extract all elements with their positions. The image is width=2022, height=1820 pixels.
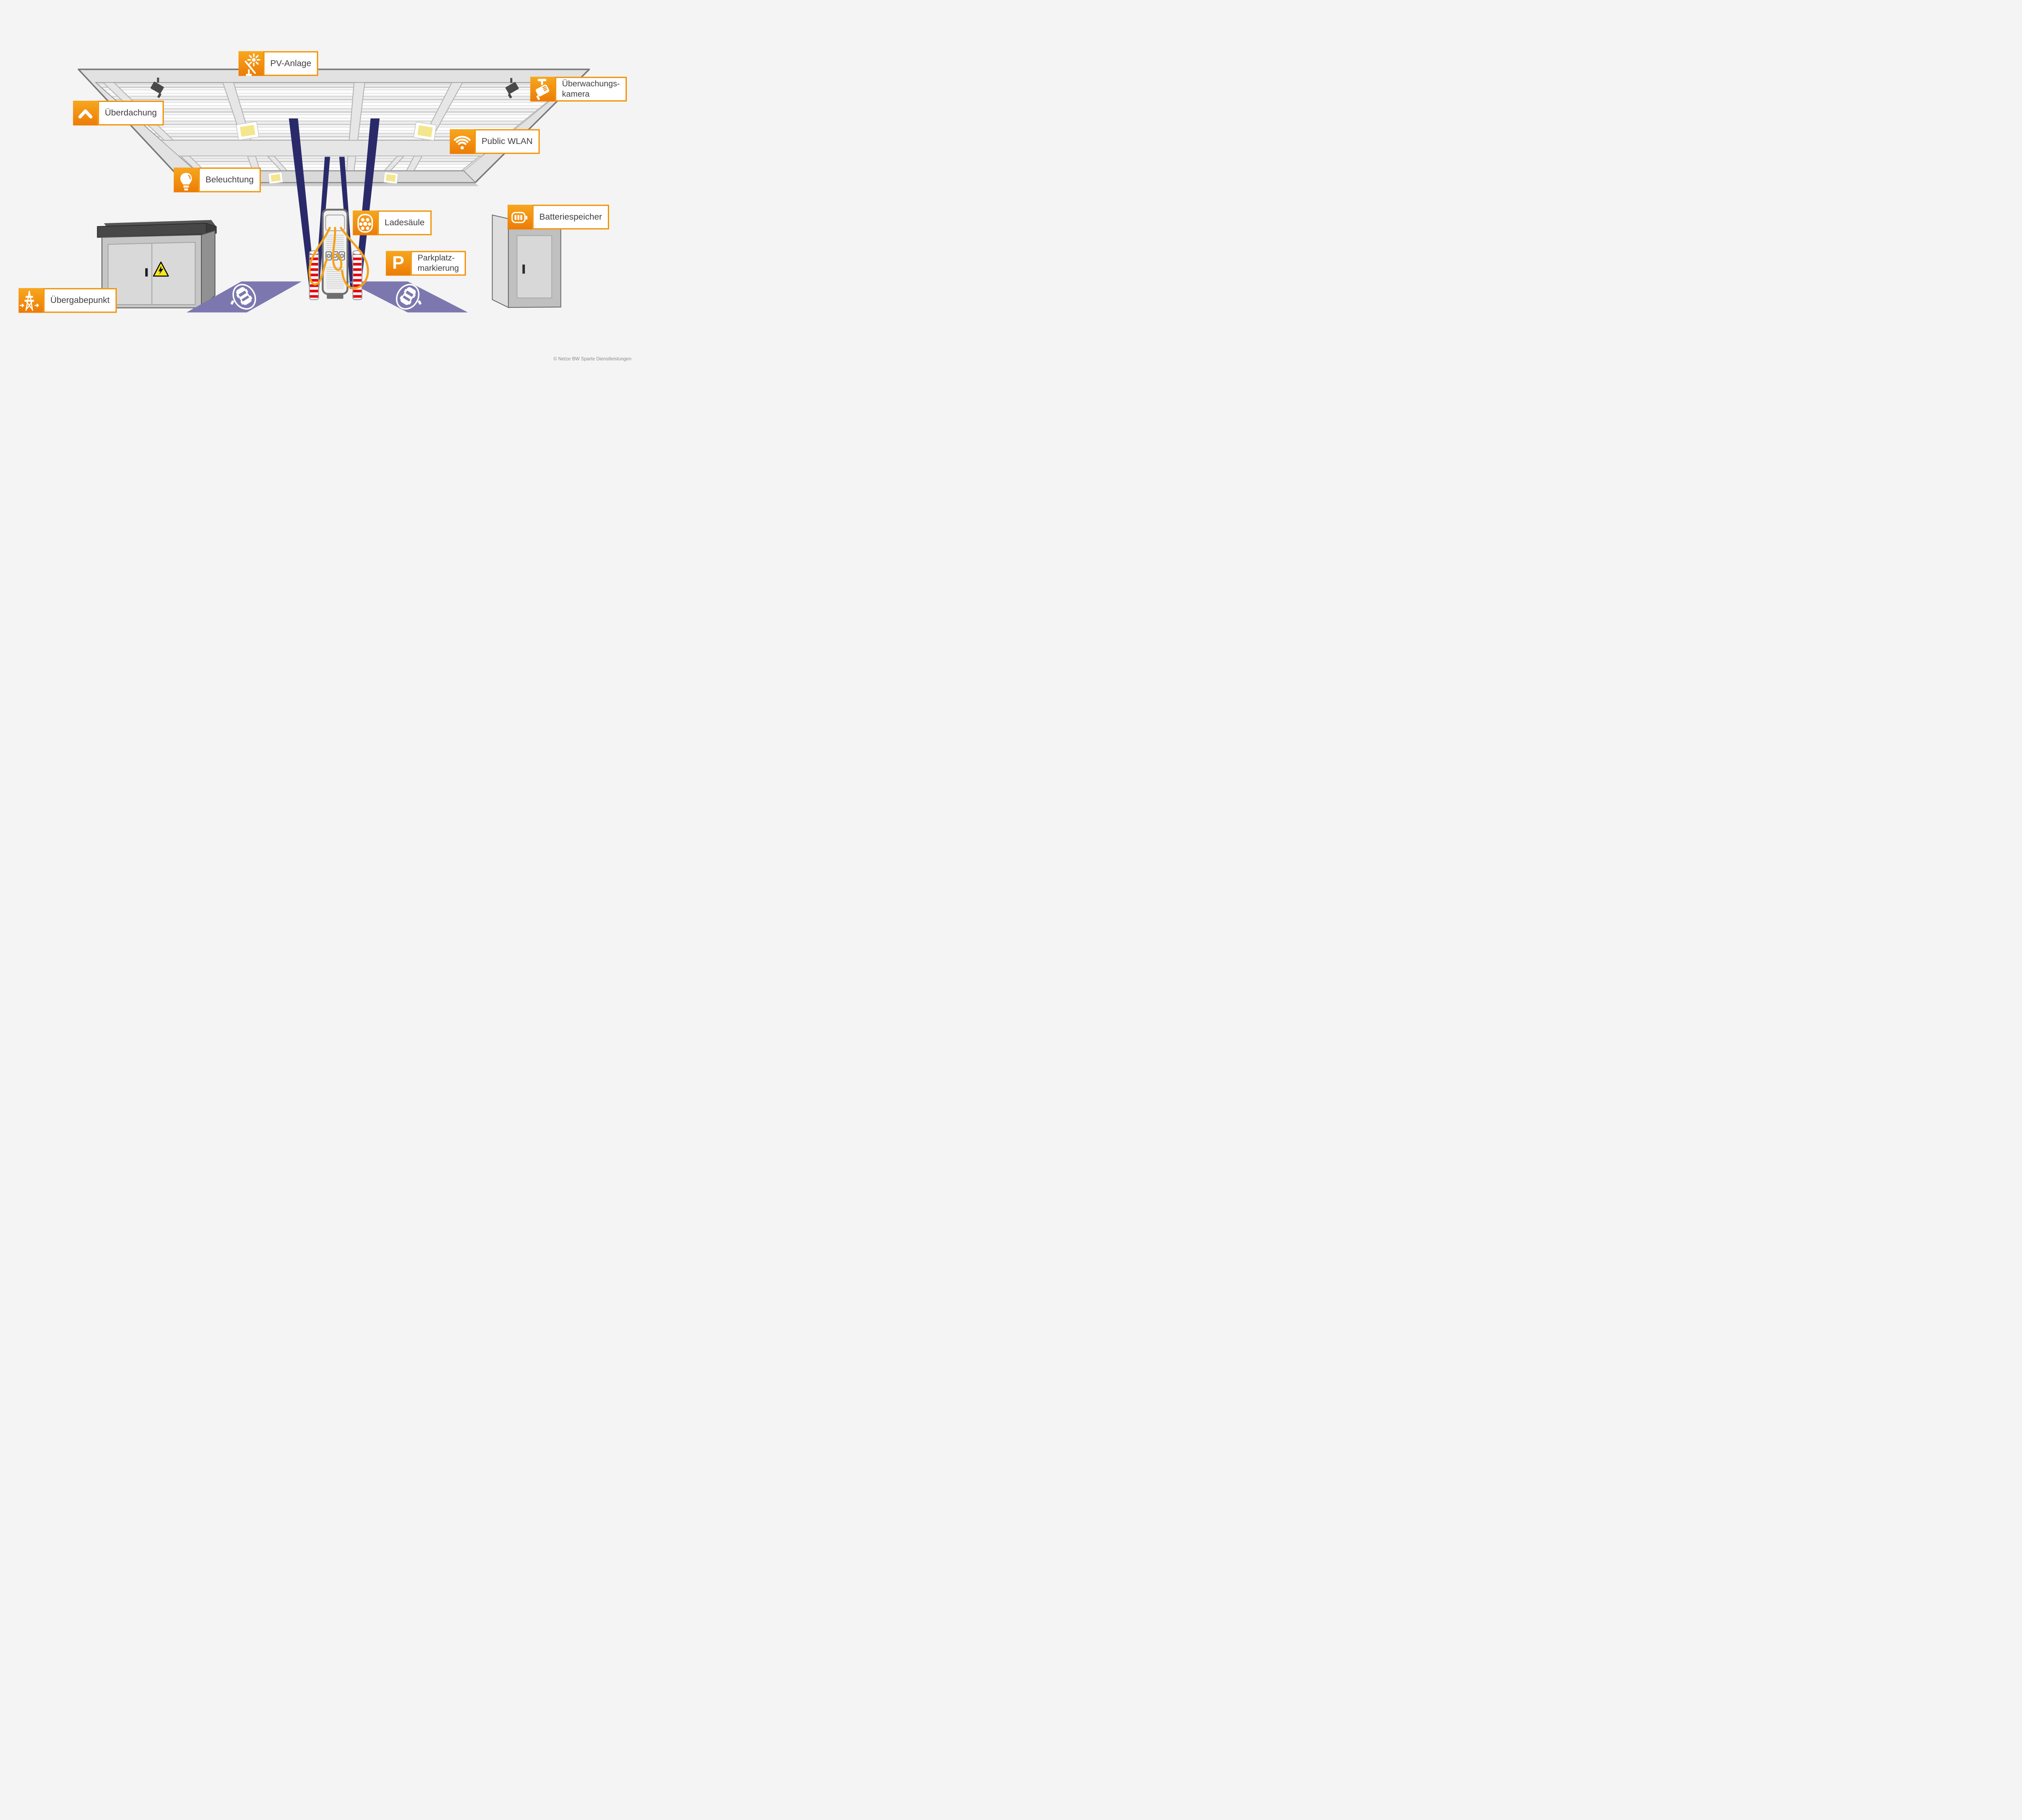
- label-ladesaeule: Ladesäule: [353, 210, 432, 235]
- charging-cables: [308, 226, 369, 290]
- label-pv-anlage: PV-Anlage: [238, 51, 318, 76]
- p-letter: P: [392, 252, 404, 273]
- ceiling-light: [236, 121, 260, 141]
- label-ueberwachungskamera: Überwachungs- kamera: [530, 76, 627, 102]
- label-text: Beleuchtung: [205, 175, 254, 184]
- ev-plug-icon: [353, 210, 378, 235]
- cctv-camera-icon: [530, 76, 555, 102]
- label-public-wlan: Public WLAN: [450, 129, 540, 154]
- solar-panel-icon: [238, 51, 264, 76]
- label-batteriespeicher: Batteriespeicher: [508, 205, 609, 230]
- scene-graphic: [78, 68, 590, 317]
- transformer-station: [97, 220, 217, 309]
- label-parkplatzmarkierung: P Parkplatz- markierung: [386, 251, 466, 276]
- door-handle: [522, 265, 525, 274]
- label-text: Ladesäule: [385, 218, 425, 228]
- parking-space-right: [348, 279, 468, 317]
- ceiling-light: [413, 121, 437, 141]
- label-text: Überdachung: [105, 108, 157, 118]
- charger-sockets: [326, 251, 345, 260]
- label-text: Batteriespeicher: [539, 212, 602, 222]
- diagram-stage: PV-Anlage Überwachungs- kamera Überdachu…: [0, 0, 647, 364]
- door-handle: [145, 268, 148, 277]
- copyright-note: © Netze BW Sparte Dienstleistungen: [553, 356, 632, 362]
- cabinet-door: [516, 235, 552, 298]
- wifi-icon: [450, 129, 475, 154]
- label-text: Übergabepunkt: [50, 295, 110, 305]
- high-voltage-warning-sign: [153, 261, 169, 277]
- label-text-line2: markierung: [417, 264, 459, 273]
- label-uebergabepunkt: Übergabepunkt: [18, 288, 117, 313]
- label-text: Public WLAN: [481, 136, 533, 146]
- roof-chevron-icon: [73, 100, 98, 126]
- safety-bollard-left: [309, 250, 319, 300]
- parking-p-icon: P: [386, 251, 411, 276]
- label-ueberdachung: Überdachung: [73, 100, 164, 126]
- label-beleuchtung: Beleuchtung: [173, 167, 261, 193]
- ceiling-light: [383, 171, 399, 184]
- lightbulb-icon: [173, 167, 199, 193]
- safety-bollard-right: [352, 250, 362, 300]
- charging-station: [321, 209, 349, 299]
- battery-cabinet: [492, 214, 561, 308]
- label-text-line2: kamera: [562, 89, 590, 99]
- battery-icon: [508, 205, 533, 230]
- ceiling-light: [268, 171, 283, 184]
- parking-space-left: [186, 279, 302, 317]
- label-text-line1: Überwachungs-: [562, 79, 620, 89]
- label-text-line1: Parkplatz-: [417, 253, 455, 262]
- label-text: PV-Anlage: [270, 58, 311, 68]
- power-pylon-icon: [18, 288, 44, 313]
